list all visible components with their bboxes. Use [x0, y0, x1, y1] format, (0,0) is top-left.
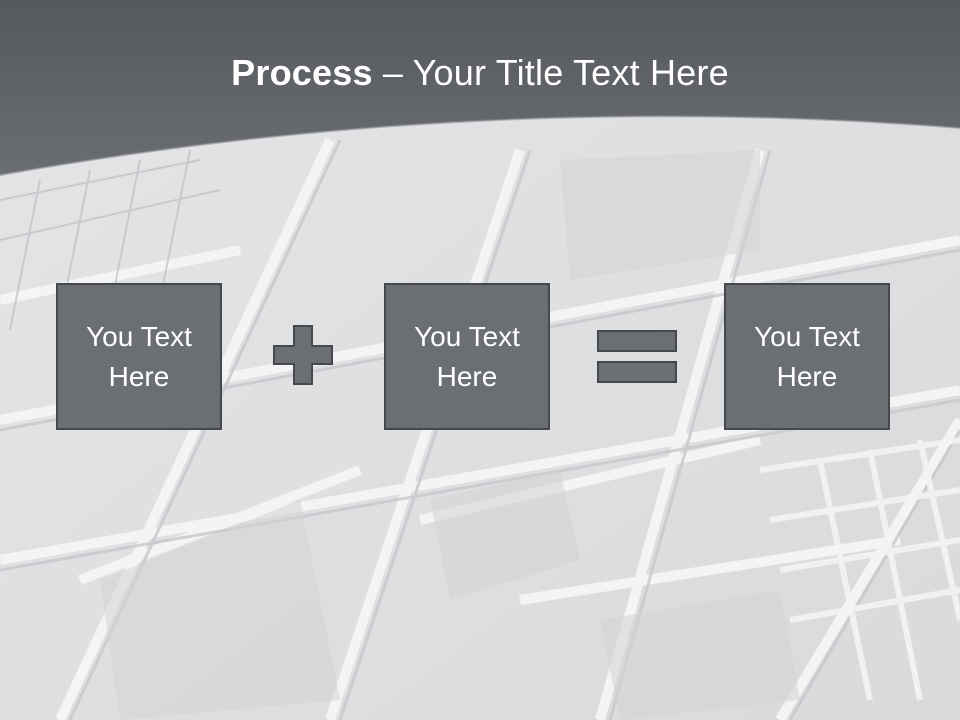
equals-icon — [597, 330, 677, 383]
slide-title: Process – Your Title Text Here — [0, 52, 960, 94]
title-bold-text: Process — [231, 52, 373, 93]
process-box-1-text: You Text Here — [86, 320, 192, 392]
process-box-1[interactable]: You Text Here — [56, 283, 222, 430]
title-text: – Your Title Text Here — [382, 52, 729, 93]
process-box-3[interactable]: You Text Here — [724, 283, 890, 430]
plus-icon — [273, 325, 333, 385]
process-box-2-text: You Text Here — [414, 320, 520, 392]
process-box-2[interactable]: You Text Here — [384, 283, 550, 430]
process-box-3-text: You Text Here — [754, 320, 860, 392]
